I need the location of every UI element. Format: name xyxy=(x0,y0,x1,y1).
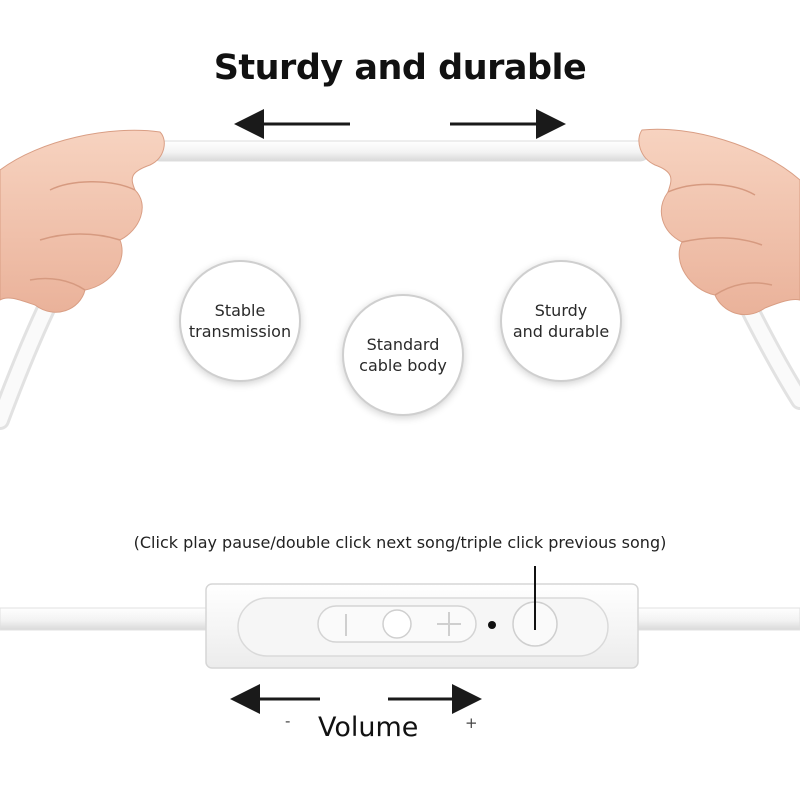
feature-label: Stable transmission xyxy=(188,301,292,341)
button-caption: (Click play pause/double click next song… xyxy=(133,533,667,552)
right-hand xyxy=(638,128,800,316)
volume-label: Volume xyxy=(318,712,419,743)
slider-knob xyxy=(382,609,412,639)
volume-plus-sign: + xyxy=(465,714,478,732)
feature-bubble-stable: Stable transmission xyxy=(179,260,301,382)
left-hand xyxy=(0,129,165,313)
feature-bubble-sturdy: Sturdy and durable xyxy=(500,260,622,382)
volume-minus-sign: - xyxy=(285,712,291,730)
mic-hole xyxy=(488,621,496,629)
feature-bubble-standard: Standard cable body xyxy=(342,294,464,416)
inline-remote xyxy=(205,566,639,669)
headline: Sturdy and durable xyxy=(213,48,587,88)
feature-label: Sturdy and durable xyxy=(512,301,610,341)
feature-label: Standard cable body xyxy=(359,335,447,375)
